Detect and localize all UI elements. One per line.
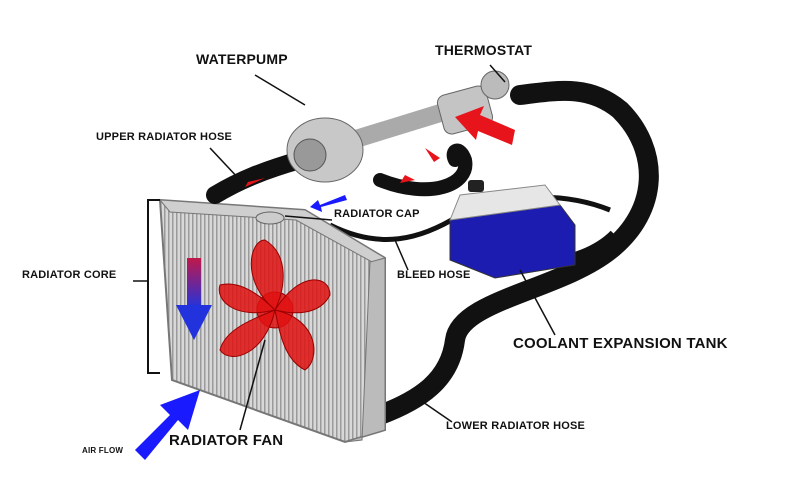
radiator-side-tank	[344, 257, 386, 443]
hot-arrow-bypass	[400, 175, 415, 183]
radiator-fan	[218, 239, 331, 371]
fan-blade	[274, 309, 315, 371]
hot-arrow-thermostat	[455, 106, 515, 145]
label-waterpump: WATERPUMP	[196, 51, 288, 67]
leader-line	[519, 269, 556, 336]
waterpump-pulley	[293, 138, 327, 172]
label-thermostat: THERMOSTAT	[435, 42, 533, 58]
fan-blade	[219, 309, 276, 357]
fan-blade	[218, 283, 276, 314]
label-lower-radiator-hose: LOWER RADIATOR HOSE	[446, 420, 586, 432]
lower-radiator-hose	[370, 80, 659, 425]
leader-line	[489, 64, 506, 83]
air-flow-arrow	[135, 390, 200, 460]
leader-line	[239, 339, 266, 431]
label-coolant-expansion-tank: COOLANT EXPANSION TANK	[513, 335, 728, 352]
label-air-flow: AIR FLOW	[82, 446, 124, 455]
upper-radiator-hose	[206, 151, 309, 204]
fan-blade	[250, 239, 284, 311]
core-flow-arrow	[187, 258, 201, 308]
leader-line	[419, 399, 453, 423]
hot-arrow-pump	[425, 148, 440, 162]
cold-arrow-pump	[310, 195, 347, 212]
label-radiator-fan: RADIATOR FAN	[169, 432, 284, 449]
core-flow-arrowhead	[176, 305, 212, 340]
fan-blade	[274, 279, 331, 314]
radiator-core-bracket	[147, 199, 160, 374]
hot-arrow-upper-hose	[245, 178, 265, 187]
label-upper-radiator-hose: UPPER RADIATOR HOSE	[96, 131, 233, 143]
leader-lines	[133, 64, 556, 431]
bypass-hose	[373, 143, 473, 197]
label-radiator-core: RADIATOR CORE	[22, 269, 117, 281]
label-bleed-hose: BLEED HOSE	[397, 269, 471, 281]
label-radiator-cap: RADIATOR CAP	[334, 208, 420, 220]
radiator-cap	[255, 211, 285, 225]
leader-line	[284, 215, 333, 221]
expansion-tank-top	[449, 184, 561, 221]
thermostat-outlet	[480, 70, 510, 100]
leader-line	[209, 147, 241, 181]
expansion-tank-cap	[468, 180, 484, 192]
leader-line	[254, 74, 306, 106]
leader-line	[394, 239, 409, 271]
